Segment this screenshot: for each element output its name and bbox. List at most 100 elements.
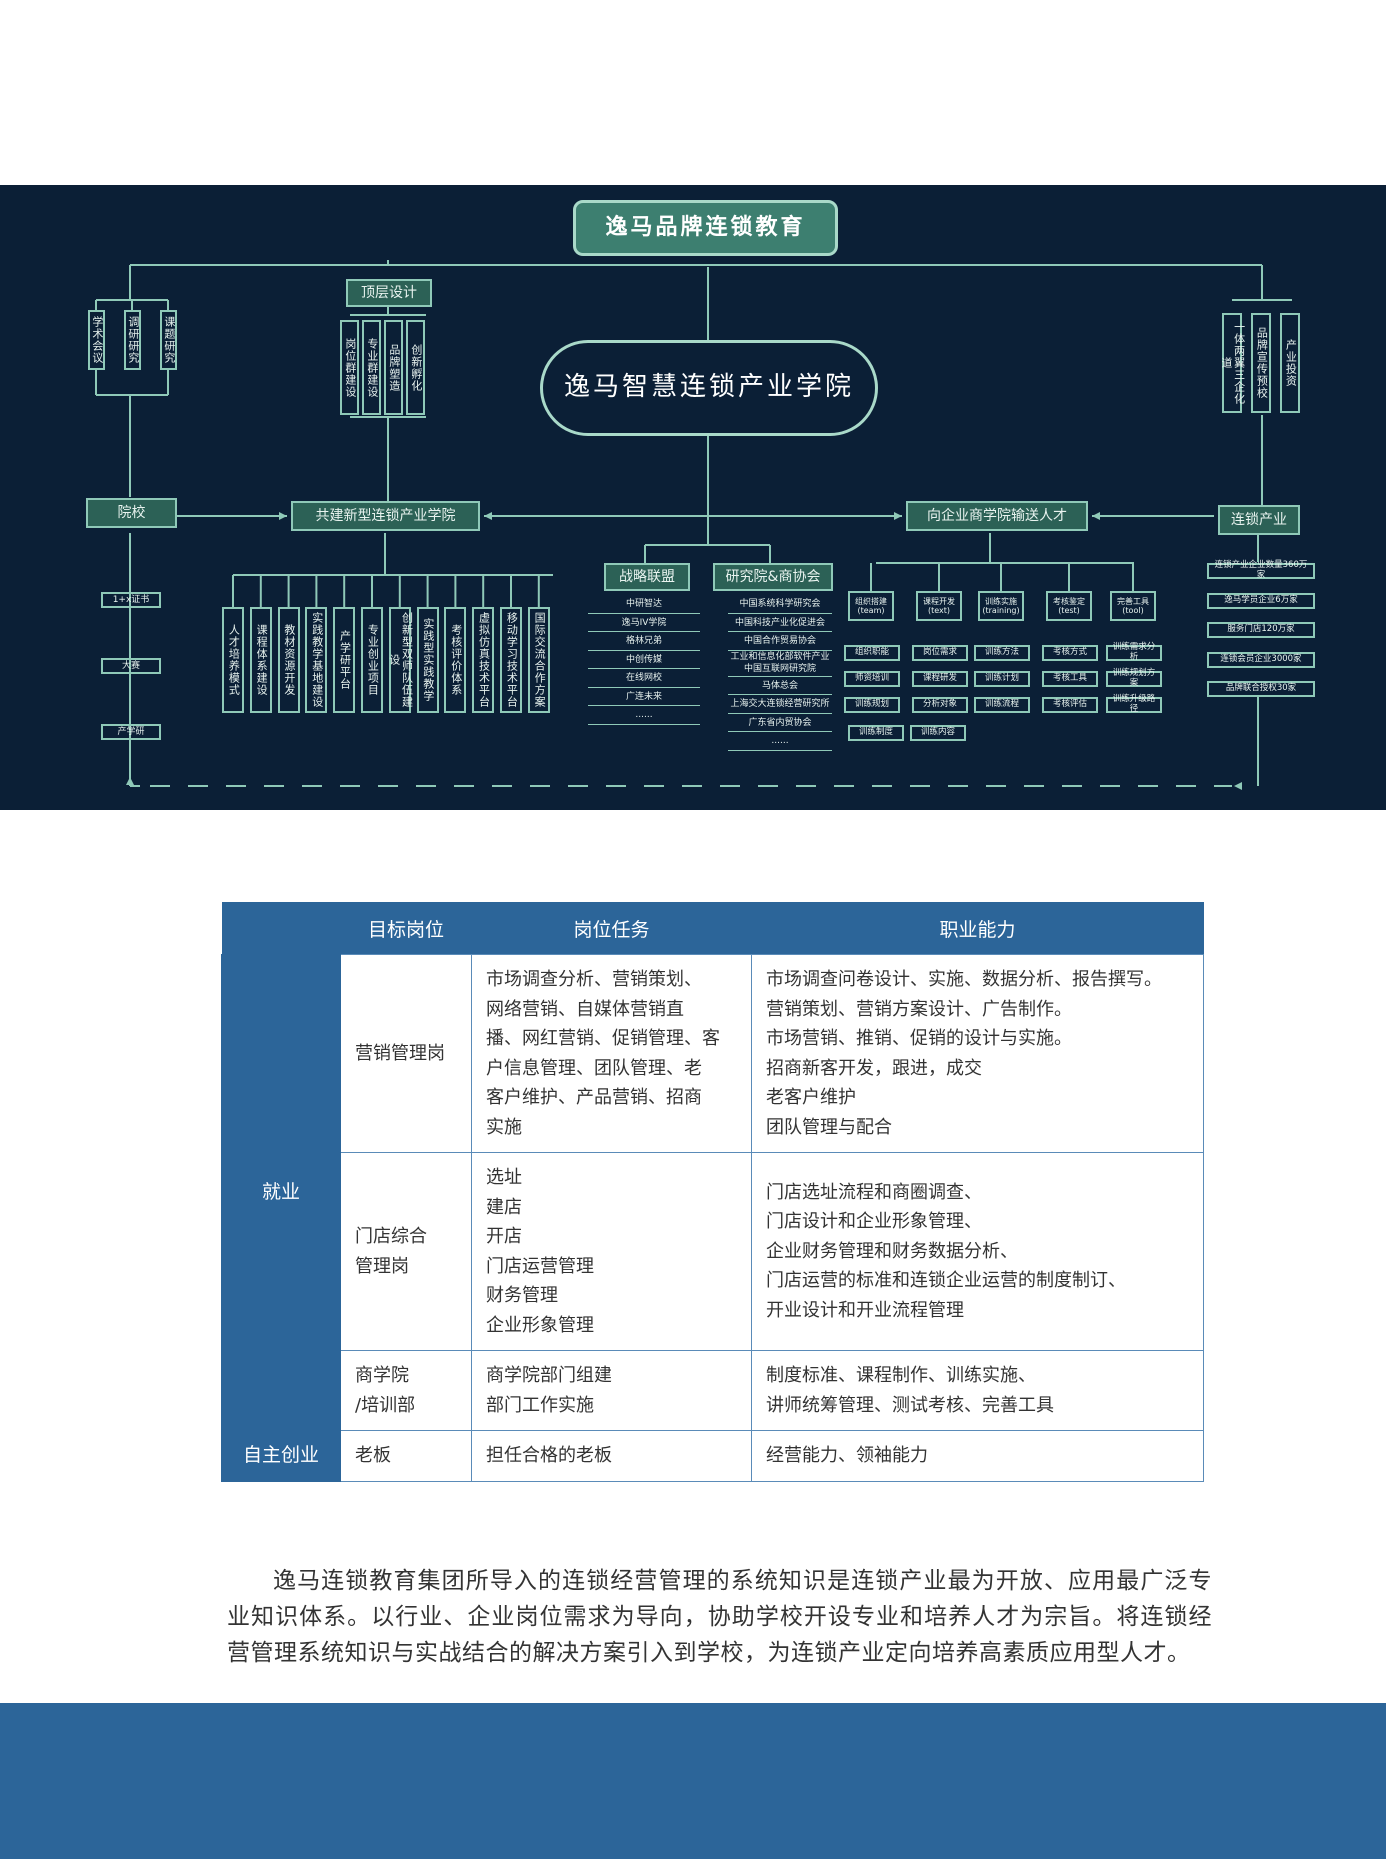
abilities-cell: 经营能力、领袖能力 (751, 1430, 1204, 1482)
alliance-box: 战略联盟 (604, 563, 690, 591)
talent-item: 训练需求分析 (1106, 642, 1162, 662)
top-design-item: 品牌塑造 (384, 320, 403, 415)
cell-line: 老客户维护 (766, 1087, 856, 1108)
alliance-item: 在线网校 (588, 669, 700, 688)
header-tasks: 岗位任务 (471, 902, 752, 955)
college-item: 1+x证书 (101, 592, 161, 608)
intro-paragraph: 逸马连锁教育集团所导入的连锁经营管理的系统知识是连锁产业最为开放、应用最广泛专业… (227, 1568, 1212, 1666)
cell-line: 户信息管理、团队管理、老 (486, 1057, 702, 1079)
chain-item: 逸马学员企业6万家 (1207, 592, 1315, 609)
talent-item: 师资培训 (844, 671, 900, 687)
tasks-cell: 担任合格的老板 (471, 1430, 752, 1482)
table-header-row: 目标岗位 岗位任务 职业能力 (221, 902, 1204, 955)
abilities-cell: 门店选址流程和商圈调查、门店设计和企业形象管理、企业财务管理和财务数据分析、门店… (751, 1152, 1204, 1351)
institute-item: 中国合作贸易协会 (728, 632, 832, 651)
cell-line: 商学院 (355, 1365, 409, 1386)
cell-line: 讲师统筹管理、测试考核、完善工具 (766, 1394, 1054, 1416)
table-row: 门店综合管理岗 选址建店开店门店运营管理财务管理企业形象管理 门店选址流程和商圈… (222, 1152, 1204, 1351)
talent-item: 训练方法 (974, 645, 1030, 661)
co-build-item: 人才培养模式 (222, 607, 244, 713)
co-build-item: 实践教学基地建设 (305, 607, 328, 713)
org-diagram: 逸马品牌连锁教育 逸马智慧连锁产业学院 顶层设计 岗位群建设专业群建设品牌塑造创… (0, 185, 1386, 810)
alliance-list: 中研智达逸马IV学院格林兄弟中创传媒在线网校广连未来...... (588, 595, 700, 725)
chain-item: 连锁会员企业3000家 (1207, 651, 1315, 668)
top-design-item: 专业群建设 (362, 320, 381, 415)
table-row: 自主创业 老板 担任合格的老板 经营能力、领袖能力 (221, 1430, 1204, 1482)
cell-line: 建店 (486, 1196, 522, 1218)
cell-line: 门店设计和企业形象管理、 (766, 1211, 982, 1233)
talent-item: 分析对象 (912, 697, 968, 713)
alliance-item: ...... (588, 706, 700, 725)
research-item: 学术会议 (88, 310, 105, 370)
abilities-cell: 制度标准、课程制作、训练实施、讲师统筹管理、测试考核、完善工具 (751, 1350, 1204, 1431)
cell-line: 管理岗 (355, 1255, 409, 1277)
institute-box: 研究院&商协会 (713, 563, 833, 591)
cell-line: 开业设计和开业流程管理 (766, 1299, 964, 1321)
co-build-item: 创新型双师队伍建设 (388, 607, 413, 713)
talent-item: 训练内容 (910, 725, 966, 741)
institute-item: 中国系统科学研究会 (728, 595, 832, 614)
institute-item: 工业和信息化部软件产业中国互联网研究院 (728, 651, 832, 677)
co-build-box: 共建新型连锁产业学院 (291, 501, 480, 531)
talent-col-head: 组织搭建(team) (848, 591, 894, 621)
research-item: 课题研究 (160, 310, 177, 370)
cell-line: 营销策划、营销方案设计、广告制作。 (766, 998, 1072, 1020)
chain-item: 品牌联合授权30家 (1207, 681, 1315, 697)
cell-line: 制度标准、课程制作、训练实施、 (766, 1365, 1036, 1386)
talent-col-head: 考核鉴定(test) (1046, 591, 1092, 621)
top-design-item: 岗位群建设 (340, 320, 359, 415)
college-item: 产学研 (101, 724, 161, 740)
chain-item: 连锁产业企业数量360万家 (1207, 560, 1315, 580)
college-item: 大赛 (101, 658, 161, 674)
co-build-item: 虚拟仿真技术平台 (472, 607, 495, 713)
co-build-item: 教材资源开发 (277, 607, 300, 713)
institute-item: ...... (728, 732, 832, 751)
co-build-item: 专业创业项目 (361, 607, 383, 713)
brand-title: 逸马品牌连锁教育 (573, 200, 838, 256)
institute-item: 马体总会 (728, 677, 832, 695)
cell-line: 门店选址流程和商圈调查、 (766, 1181, 982, 1203)
cell-line: 播、网红营销、促销管理、客 (486, 1028, 720, 1049)
talent-item: 训练制度 (848, 725, 904, 741)
cell-line: 市场调查问卷设计、实施、数据分析、报告撰写。 (766, 969, 1162, 990)
cell-line: 担任合格的老板 (486, 1445, 612, 1466)
cell-line: 企业财务管理和财务数据分析、 (766, 1240, 1018, 1262)
top-design-item: 创新孵化 (406, 320, 425, 415)
institute-item: 上海交大连锁经营研究所 (728, 695, 832, 714)
position-cell: 门店综合管理岗 (340, 1152, 472, 1351)
job-table: 目标岗位 岗位任务 职业能力 就业 营销管理岗 市场调查分析、营销策划、网络营销… (221, 902, 1204, 1482)
position-cell: 营销管理岗 (340, 954, 472, 1153)
talent-item: 训练流程 (974, 697, 1030, 713)
talent-item: 考核工具 (1042, 671, 1098, 687)
table-row: 就业 营销管理岗 市场调查分析、营销策划、网络营销、自媒体营销直播、网红营销、促… (221, 954, 1204, 1431)
abilities-cell: 市场调查问卷设计、实施、数据分析、报告撰写。营销策划、营销方案设计、广告制作。市… (751, 954, 1204, 1153)
institute-list: 中国系统科学研究会中国科技产业化促进会中国合作贸易协会工业和信息化部软件产业中国… (728, 595, 832, 751)
header-abilities: 职业能力 (751, 902, 1204, 955)
category-employment: 就业 (221, 954, 341, 1431)
institute-item: 中国科技产业化促进会 (728, 614, 832, 632)
co-build-item: 国际交流合作方案 (527, 607, 550, 713)
co-build-item: 实践型实践教学 (416, 607, 439, 713)
talent-item: 考核评估 (1042, 697, 1098, 713)
position-cell: 老板 (340, 1430, 472, 1482)
cell-line: 企业形象管理 (486, 1314, 594, 1336)
alliance-item: 格林兄弟 (588, 632, 700, 651)
cell-line: 团队管理与配合 (766, 1116, 892, 1138)
center-academy: 逸马智慧连锁产业学院 (540, 340, 878, 436)
industry-item: 产业投资 (1280, 313, 1300, 413)
talent-item: 岗位需求 (912, 645, 968, 661)
talent-box: 向企业商学院输送人才 (906, 501, 1088, 531)
cell-line: 经营能力、领袖能力 (766, 1445, 928, 1466)
talent-item: 训练规划方案 (1106, 668, 1162, 688)
tasks-cell: 市场调查分析、营销策划、网络营销、自媒体营销直播、网红营销、促销管理、客户信息管… (471, 954, 752, 1153)
talent-item: 组织职能 (844, 645, 900, 661)
footer-band (0, 1703, 1386, 1859)
industry-item: 品牌宣传预校 (1251, 313, 1271, 413)
connector-lines (95, 260, 1292, 790)
alliance-item: 中创传媒 (588, 651, 700, 669)
institute-item: 广东省内贸协会 (728, 714, 832, 732)
cell-line: 部门工作实施 (486, 1394, 594, 1416)
cell-line: /培训部 (355, 1394, 416, 1416)
chain-industry-box: 连锁产业 (1218, 505, 1300, 535)
co-build-item: 课程体系建设 (249, 607, 272, 713)
